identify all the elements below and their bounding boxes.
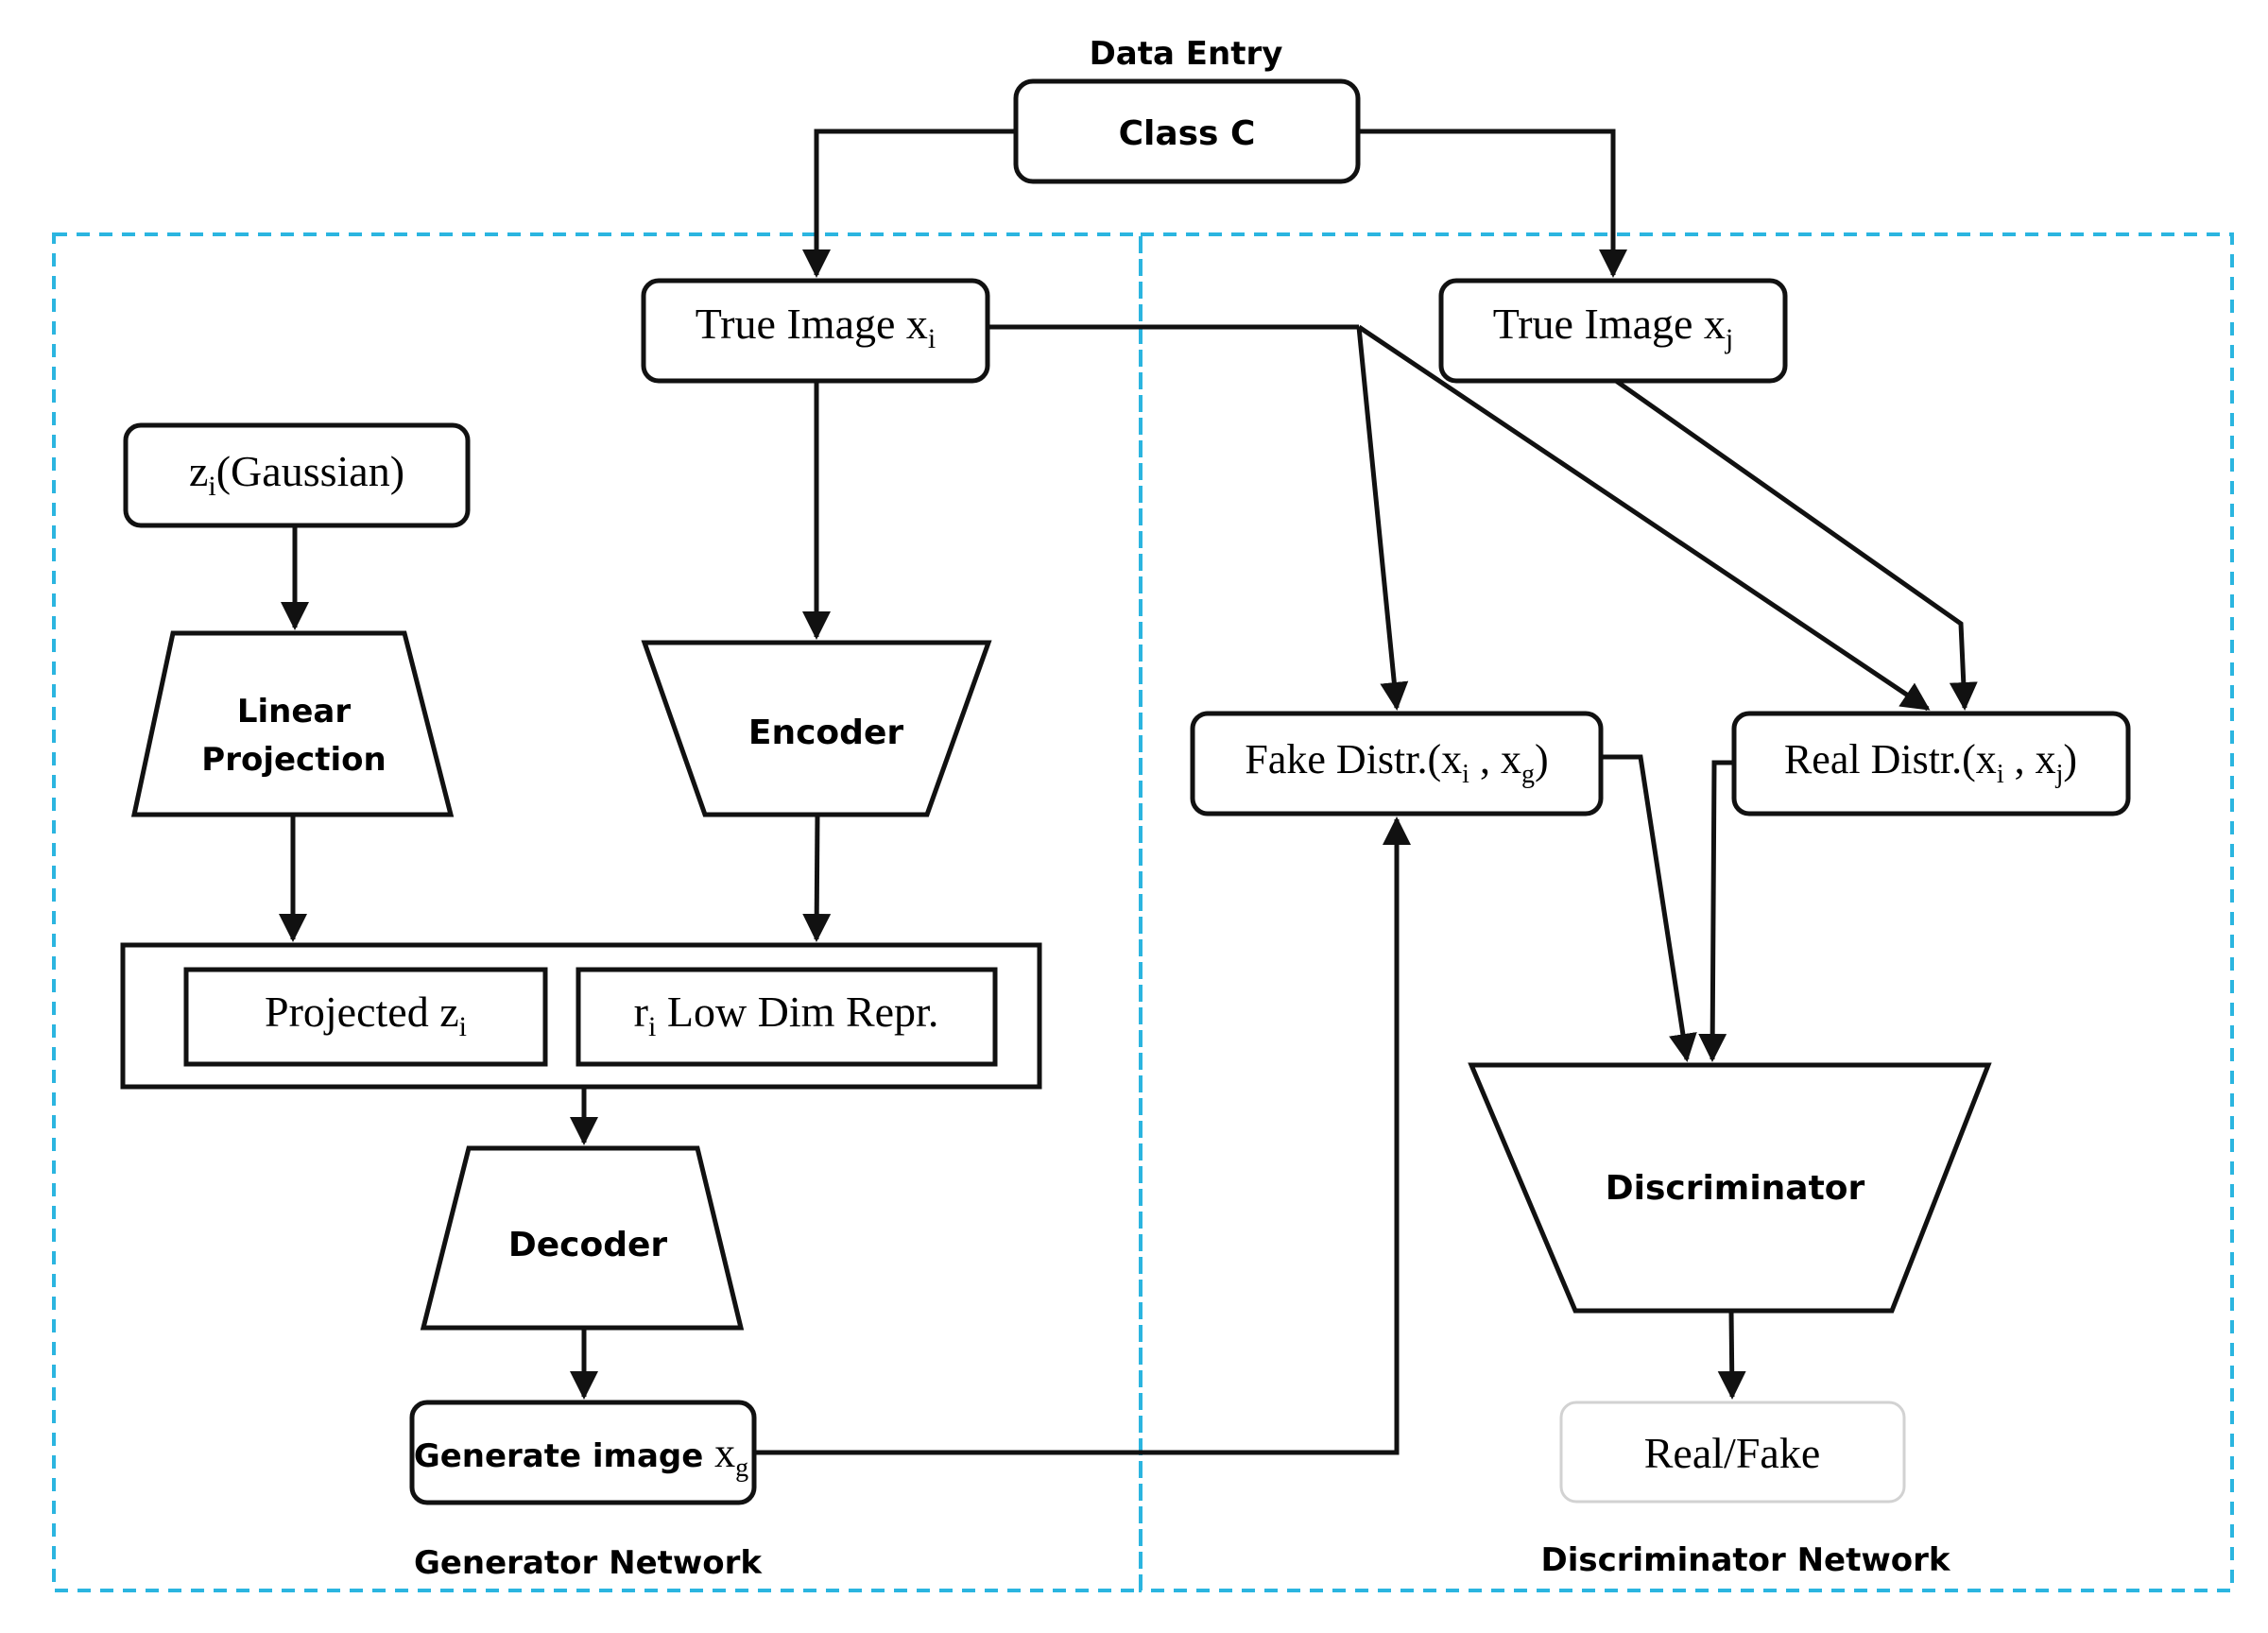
edge-real-distr-to-discriminator	[1698, 760, 1734, 1062]
real-distr-end: )	[2063, 736, 2077, 782]
edge-discriminator-to-real-fake	[1717, 1310, 1746, 1400]
edge-generate-image-to-fake-distr	[754, 816, 1411, 1455]
zi-gaussian-prefix: z	[189, 447, 208, 495]
edge-true-image-xi-to-real-distr	[1357, 324, 1931, 712]
class-c-node: Class C	[1013, 78, 1361, 184]
edge-true-image-xj-to-real-distr	[1614, 378, 1978, 711]
edge-class-to-true-image-xj	[1358, 129, 1627, 278]
svg-text:Real Distr.(xi , xj): Real Distr.(xi , xj)	[1784, 736, 2077, 789]
discriminator-label: Discriminator	[1606, 1169, 1865, 1208]
discriminator-network-region	[1139, 232, 2234, 1592]
real-distr-mid: , x	[2004, 736, 2056, 782]
edge-encoder-to-concat	[802, 814, 832, 942]
low-dim-repr-text: Low Dim Repr.	[656, 988, 938, 1036]
low-dim-repr-node: ri Low Dim Repr.	[576, 967, 998, 1067]
zi-gaussian-subscript: i	[208, 471, 215, 502]
zi-gaussian-text: (Gaussian)	[216, 447, 404, 495]
real-distr-sub2: j	[2055, 760, 2064, 789]
real-fake-output-node: Real/Fake	[1559, 1401, 1906, 1504]
decoder-node: Decoder	[420, 1145, 745, 1331]
encoder-label: Encoder	[748, 713, 903, 752]
edge-fake-distr-to-discriminator	[1601, 754, 1697, 1062]
generator-network-label: Generator Network	[414, 1544, 763, 1582]
svg-text:True Image xi: True Image xi	[696, 300, 936, 354]
fake-distr-mid: , x	[1469, 736, 1521, 782]
discriminator-network-label: Discriminator Network	[1540, 1541, 1950, 1579]
class-c-label: Class C	[1119, 114, 1256, 153]
generate-image-subscript: g	[735, 1453, 748, 1483]
generate-image-text: Generate image	[414, 1437, 714, 1475]
linear-projection-line2: Projection	[201, 741, 386, 779]
generate-image-var: x	[714, 1430, 735, 1476]
projected-zi-subscript: i	[459, 1011, 467, 1042]
generate-image-node: Generate image xg	[409, 1400, 757, 1505]
low-dim-repr-prefix: r	[634, 988, 648, 1036]
discriminator-node: Discriminator	[1468, 1062, 1992, 1314]
projected-zi-node: Projected zi	[183, 967, 548, 1067]
svg-text:Generate image xg: Generate image xg	[414, 1430, 748, 1483]
linear-projection-node: Linear Projection	[130, 630, 455, 817]
decoder-label: Decoder	[508, 1226, 668, 1264]
svg-text:Fake Distr.(xi , xg): Fake Distr.(xi , xg)	[1245, 736, 1548, 789]
true-image-xj-text: True Image x	[1493, 300, 1726, 348]
edge-true-image-xi-to-fake-distr	[1356, 326, 1409, 711]
fake-distr-node: Fake Distr.(xi , xg)	[1190, 711, 1604, 816]
svg-text:True Image xj: True Image xj	[1493, 300, 1734, 354]
fake-distr-text: Fake Distr.(x	[1245, 736, 1462, 782]
svg-text:zi(Gaussian): zi(Gaussian)	[189, 447, 404, 502]
real-fake-label: Real/Fake	[1644, 1429, 1821, 1477]
real-distr-node: Real Distr.(xi , xj)	[1731, 711, 2131, 816]
generator-network-region	[52, 232, 1143, 1592]
data-entry-label: Data Entry	[1090, 35, 1283, 73]
true-image-xj-subscript: j	[1725, 323, 1733, 354]
real-distr-text: Real Distr.(x	[1784, 736, 1997, 782]
low-dim-repr-subscript: i	[648, 1011, 656, 1042]
fake-distr-sub1: i	[1462, 760, 1469, 789]
edge-class-to-true-image-xi	[802, 129, 1016, 278]
true-image-xi-text: True Image x	[696, 300, 928, 348]
true-image-xj-node: True Image xj	[1438, 278, 1788, 384]
fake-distr-end: )	[1535, 736, 1549, 782]
projected-zi-text: Projected z	[265, 988, 459, 1036]
zi-gaussian-node: zi(Gaussian)	[123, 422, 471, 528]
true-image-xi-node: True Image xi	[641, 278, 990, 384]
svg-text:ri Low Dim Repr.: ri Low Dim Repr.	[634, 988, 939, 1042]
fake-distr-sub2: g	[1521, 760, 1535, 789]
svg-text:Projected zi: Projected zi	[265, 988, 467, 1042]
real-distr-sub1: i	[1997, 760, 2004, 789]
linear-projection-line1: Linear	[237, 693, 352, 731]
true-image-xi-subscript: i	[928, 323, 936, 354]
encoder-node: Encoder	[641, 640, 992, 817]
